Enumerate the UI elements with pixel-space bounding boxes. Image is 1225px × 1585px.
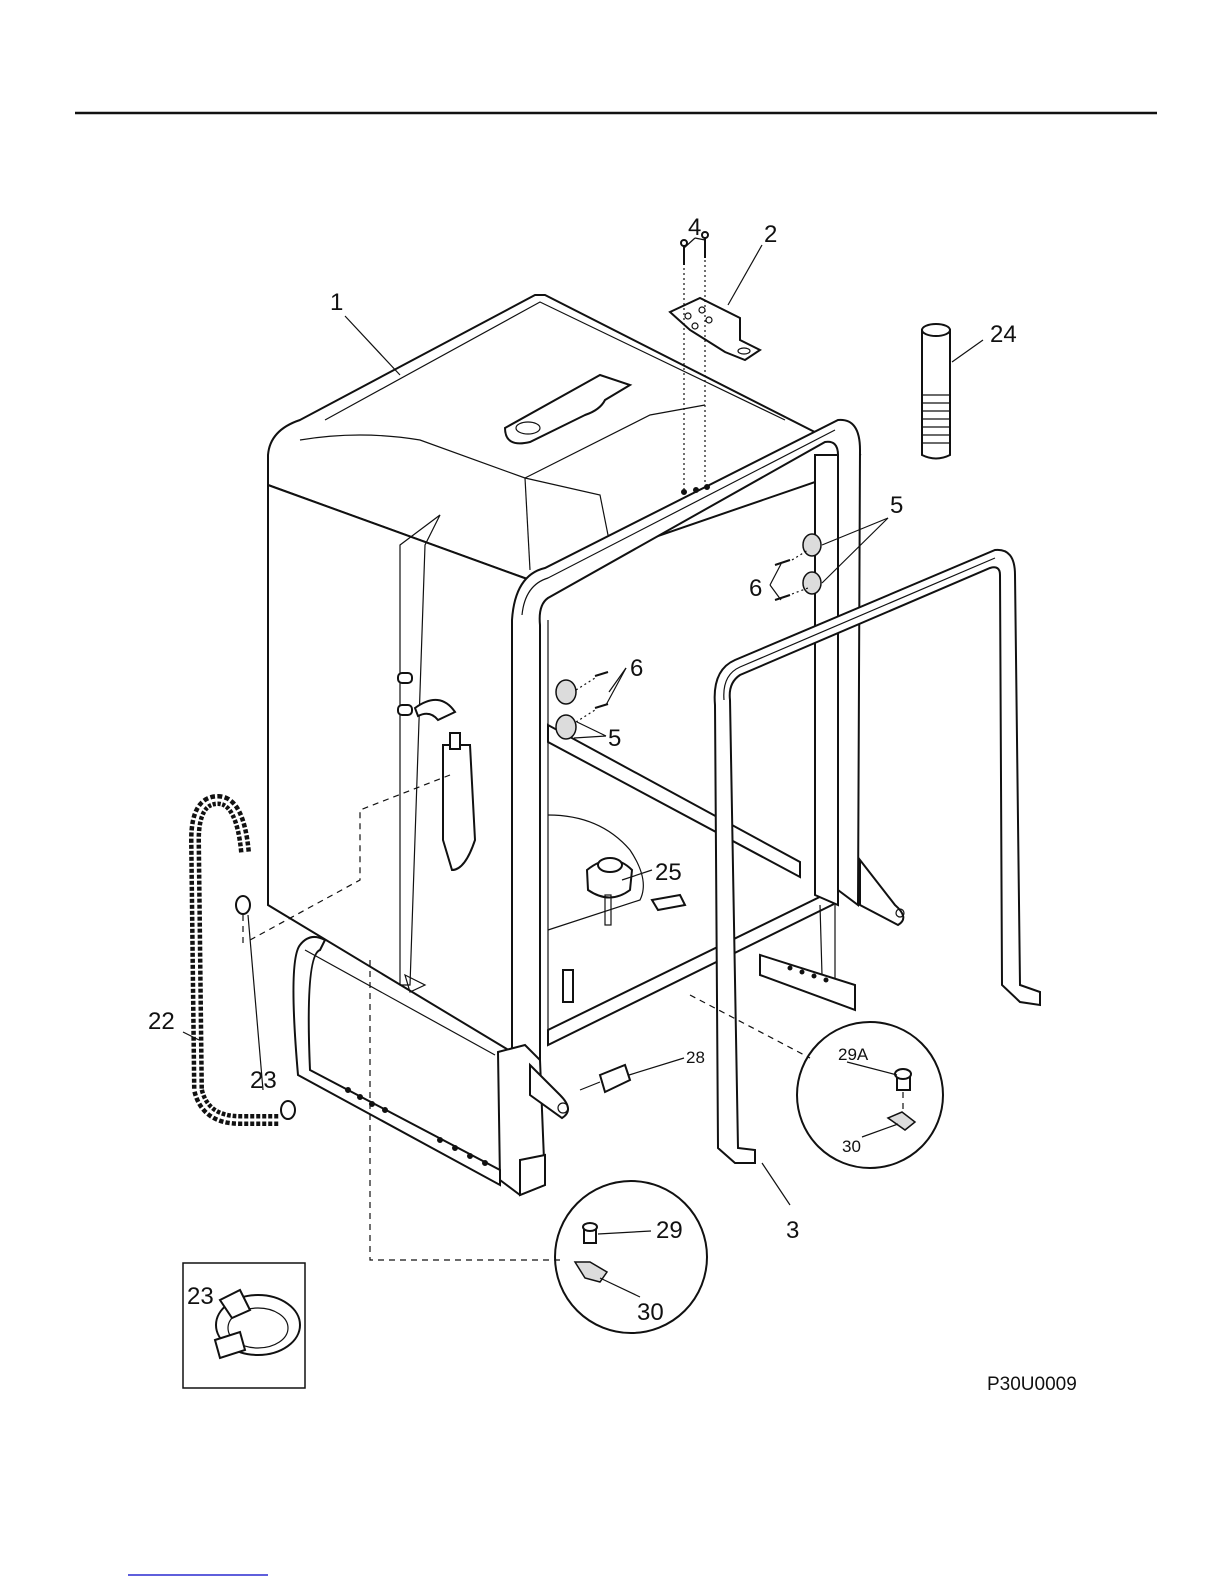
callout-30-29: 30 bbox=[637, 1299, 664, 1326]
callout-5-right: 5 bbox=[890, 492, 903, 519]
figure-code: P30U0009 bbox=[987, 1374, 1077, 1395]
callout-25: 25 bbox=[655, 859, 682, 886]
callout-3: 3 bbox=[786, 1217, 799, 1244]
tub-part-1 bbox=[268, 295, 860, 1060]
callout-23-inset: 23 bbox=[187, 1283, 214, 1310]
switch-part-28 bbox=[580, 1065, 630, 1092]
detail-circle-29a bbox=[797, 1022, 943, 1168]
callout-29: 29 bbox=[656, 1217, 683, 1244]
callout-30-29a: 30 bbox=[842, 1137, 861, 1156]
callout-28: 28 bbox=[686, 1048, 705, 1067]
inset-box-23 bbox=[183, 1263, 305, 1388]
callout-1: 1 bbox=[330, 289, 343, 316]
detail-circle-29 bbox=[555, 1181, 707, 1333]
callout-5-left: 5 bbox=[608, 725, 621, 752]
callout-6-right: 6 bbox=[749, 575, 762, 602]
callout-22: 22 bbox=[148, 1008, 175, 1035]
dashed-leader-29a bbox=[690, 995, 810, 1058]
rollers-left-part-5 bbox=[556, 672, 608, 739]
callout-24: 24 bbox=[990, 321, 1017, 348]
drain-hose-part-24 bbox=[922, 324, 950, 459]
callout-23-main: 23 bbox=[250, 1067, 277, 1094]
callout-6-left: 6 bbox=[630, 655, 643, 682]
callout-4: 4 bbox=[688, 214, 701, 241]
callout-2: 2 bbox=[764, 221, 777, 248]
base-frame bbox=[293, 937, 828, 1185]
callout-29a: 29A bbox=[838, 1045, 869, 1064]
